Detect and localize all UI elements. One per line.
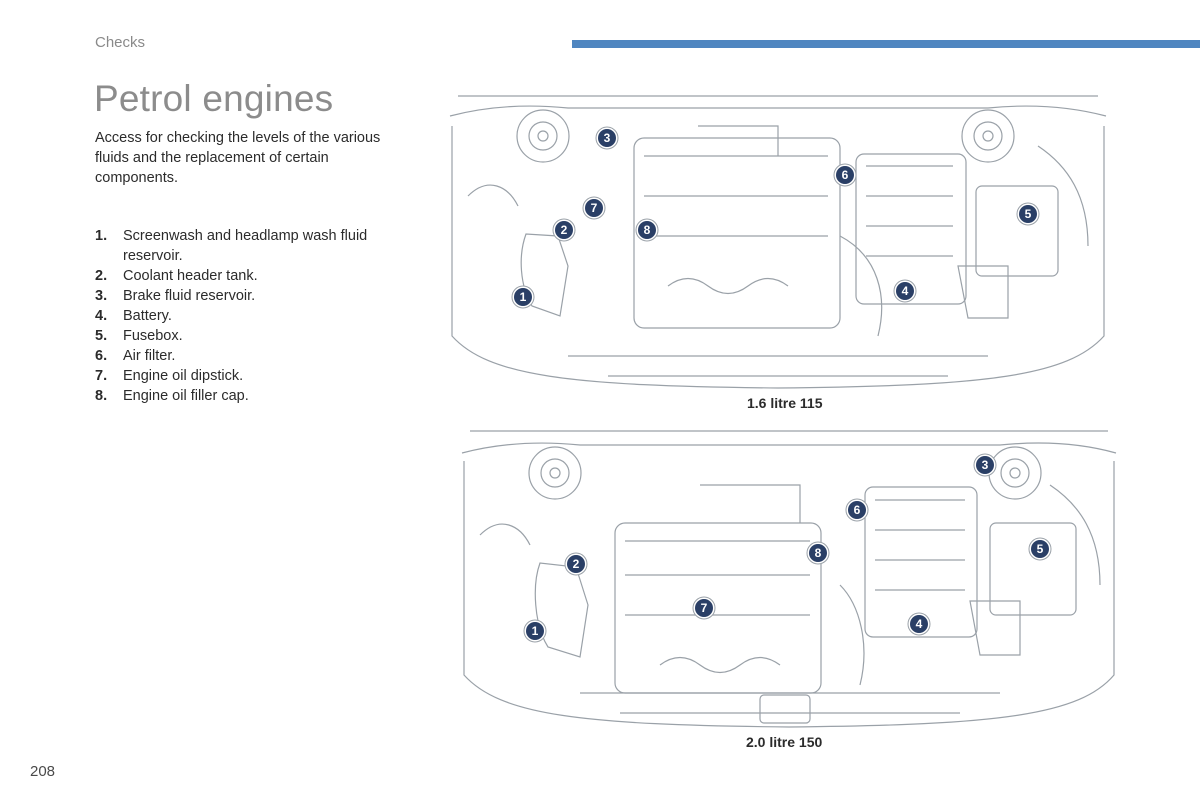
item-number: 7. [95, 368, 108, 384]
list-item: 4. Battery. [95, 306, 405, 326]
figure-caption: 2.0 litre 150 [746, 734, 823, 750]
item-label: Battery. [123, 308, 172, 324]
callout-marker-5: 5 [1028, 537, 1052, 561]
callout-marker-3: 3 [595, 126, 619, 150]
item-label: Engine oil dipstick. [123, 368, 244, 384]
item-number: 5. [95, 328, 108, 344]
callout-number: 4 [916, 617, 923, 631]
item-number: 4. [95, 308, 108, 324]
callout-marker-4: 4 [893, 279, 917, 303]
list-item: 5. Fusebox. [95, 326, 405, 346]
marker-group: 1 2 3 4 5 6 7 8 [511, 126, 1040, 309]
intro-paragraph: Access for checking the levels of the va… [95, 130, 381, 186]
list-item: 2. Coolant header tank. [95, 266, 405, 286]
callout-number: 8 [815, 546, 822, 560]
callout-marker-2: 2 [564, 552, 588, 576]
item-label: Screenwash and headlamp wash fluid reser… [123, 228, 368, 264]
parts-list: 1. Screenwash and headlamp wash fluid res… [95, 226, 405, 406]
callout-number: 7 [701, 601, 708, 615]
callout-marker-2: 2 [552, 218, 576, 242]
callout-number: 3 [604, 131, 611, 145]
callout-marker-5: 5 [1016, 202, 1040, 226]
callout-marker-6: 6 [845, 498, 869, 522]
list-item: 6. Air filter. [95, 346, 405, 366]
callout-number: 3 [982, 458, 989, 472]
item-label: Coolant header tank. [123, 268, 258, 284]
item-label: Air filter. [123, 348, 176, 364]
marker-group: 1 2 3 4 5 6 7 8 [523, 453, 1052, 643]
callout-number: 2 [561, 223, 568, 237]
callout-marker-3: 3 [973, 453, 997, 477]
callout-marker-8: 8 [635, 218, 659, 242]
callout-number: 7 [591, 201, 598, 215]
page-number: 208 [30, 763, 56, 780]
callout-number: 2 [573, 557, 580, 571]
callout-number: 5 [1025, 207, 1032, 221]
list-item: 3. Brake fluid reservoir. [95, 286, 405, 306]
callout-number: 6 [854, 503, 861, 517]
callout-marker-1: 1 [511, 285, 535, 309]
list-item: 1. Screenwash and headlamp wash fluid res… [95, 226, 405, 266]
callout-marker-4: 4 [907, 612, 931, 636]
callout-number: 5 [1037, 542, 1044, 556]
callout-marker-8: 8 [806, 541, 830, 565]
item-label: Brake fluid reservoir. [123, 288, 256, 304]
engine-diagram-1-6: 1 2 3 4 5 6 7 8 [448, 86, 1108, 390]
callout-marker-6: 6 [833, 163, 857, 187]
item-number: 3. [95, 288, 108, 304]
engine-bay-drawing: 1 2 3 4 5 6 7 8 [449, 95, 1107, 389]
callout-number: 1 [532, 624, 539, 638]
callout-marker-7: 7 [582, 196, 606, 220]
item-number: 6. [95, 348, 108, 364]
engine-bay-drawing: 1 2 3 4 5 6 7 8 [461, 430, 1117, 728]
item-label: Engine oil filler cap. [123, 388, 249, 404]
callout-number: 8 [644, 223, 651, 237]
header-accent-bar [572, 40, 1200, 48]
callout-number: 4 [902, 284, 909, 298]
list-item: 8. Engine oil filler cap. [95, 386, 405, 406]
callout-marker-1: 1 [523, 619, 547, 643]
item-number: 2. [95, 268, 108, 284]
callout-number: 1 [520, 290, 527, 304]
item-number: 1. [95, 228, 108, 244]
page-title: Petrol engines [94, 78, 334, 119]
list-item: 7. Engine oil dipstick. [95, 366, 405, 386]
callout-number: 6 [842, 168, 849, 182]
section-label: Checks [95, 34, 146, 51]
callout-marker-7: 7 [692, 596, 716, 620]
item-number: 8. [95, 388, 108, 404]
figure-caption: 1.6 litre 115 [747, 395, 823, 411]
item-label: Fusebox. [123, 328, 183, 344]
engine-diagram-2-0: 1 2 3 4 5 6 7 8 [460, 425, 1118, 730]
